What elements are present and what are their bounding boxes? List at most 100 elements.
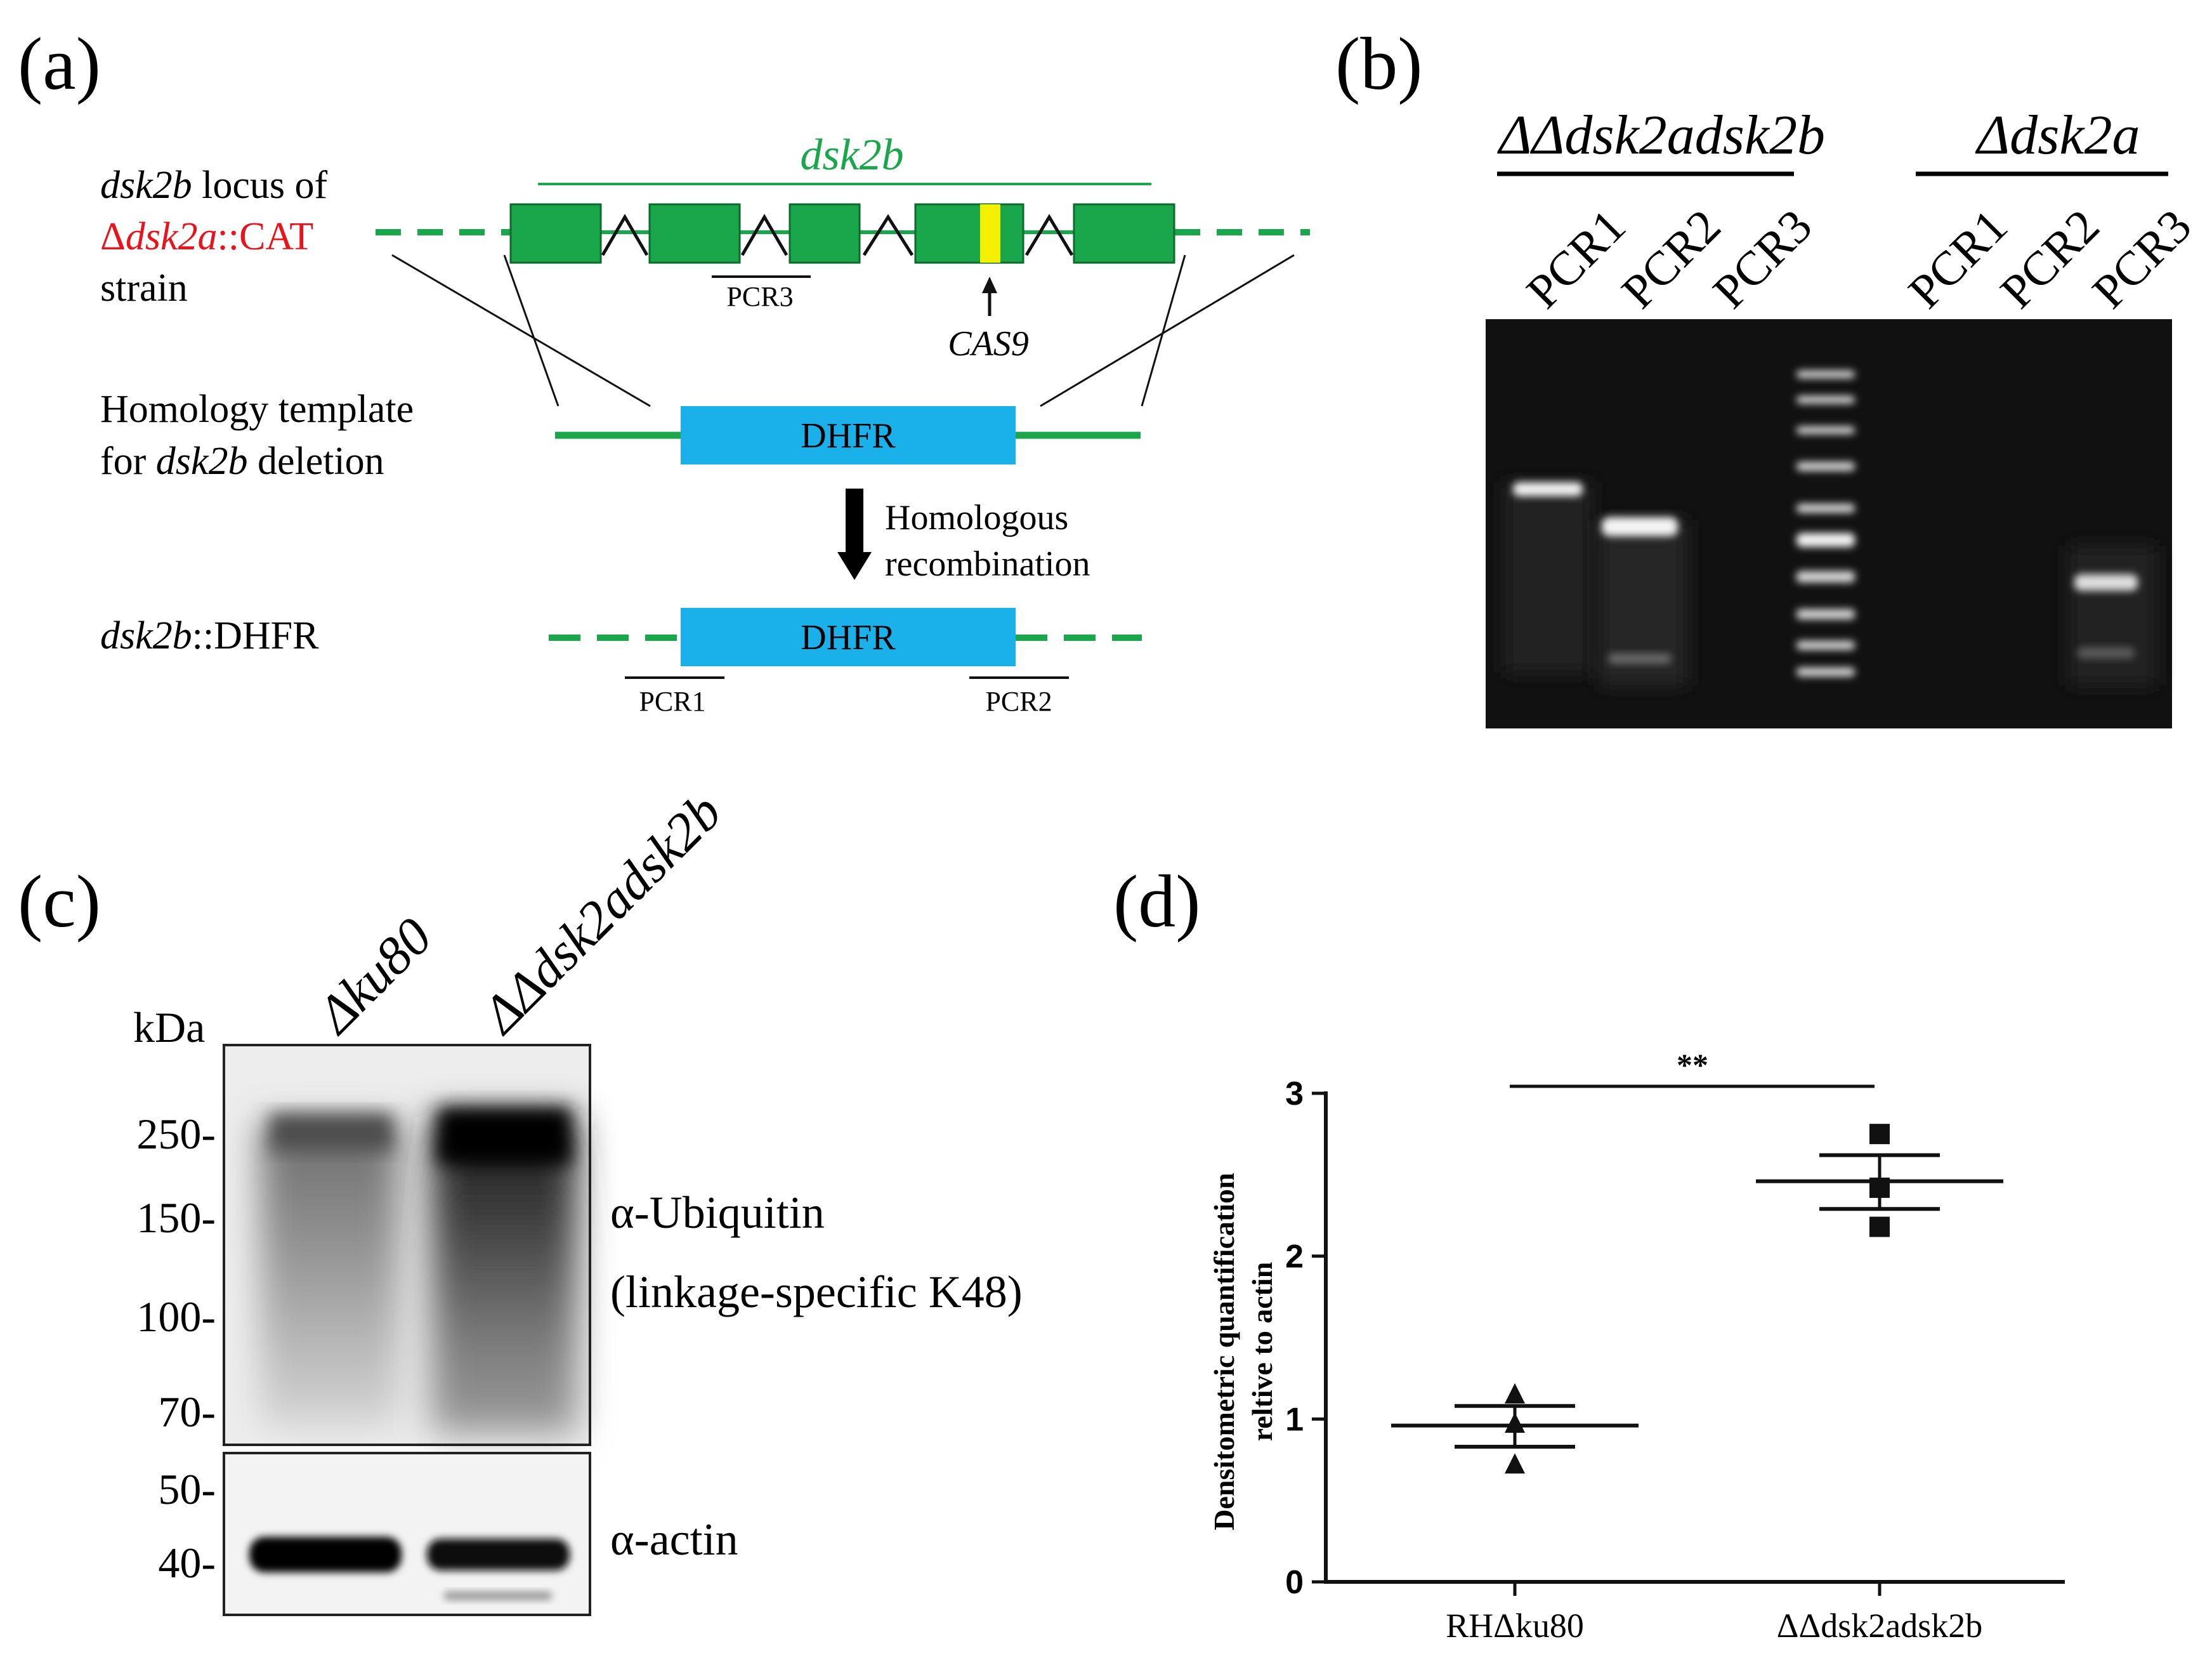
- cas9-target-site: [980, 204, 1000, 263]
- recombination-label-line2: recombination: [885, 544, 1090, 584]
- panel-d: (d) Densitometric quantification reltive…: [1113, 860, 2065, 1645]
- gel-lane-label-1: PCR1: [1517, 199, 1636, 319]
- actin-band-lane2: [427, 1539, 570, 1570]
- y-tick-label-3: 3: [1285, 1076, 1304, 1112]
- actin-blot-frame: [223, 1452, 591, 1616]
- blot1-label-line2: (linkage-specific K48): [610, 1267, 1023, 1317]
- template-label-line2: for dsk2b deletion: [100, 440, 384, 483]
- blot1-label-line1: α-Ubiquitin: [610, 1187, 825, 1238]
- locus-strain-rest: ::CAT: [218, 215, 314, 258]
- locus-label-line2: Δdsk2a::CAT: [100, 215, 313, 258]
- actin-band-lane1: [249, 1537, 402, 1572]
- result-label-rest: ::DHFR: [192, 614, 319, 657]
- chart-ylabel-line1: Densitometric quantification: [1208, 1173, 1240, 1530]
- template-label-line1: Homology template: [100, 388, 414, 431]
- ubiquitin-band-lane1: [270, 1114, 393, 1152]
- gel-group2-title: Δdsk2a: [1975, 105, 2140, 166]
- recombination-arrow-head: [837, 552, 872, 580]
- point-0-0: [1505, 1383, 1525, 1404]
- blot-lane1-label: Δku80: [305, 907, 443, 1045]
- marker-labels: 250- 150- 100- 70- 50- 40-: [136, 1110, 216, 1587]
- gel-group1-title: ΔΔdsk2adsk2b: [1497, 105, 1825, 166]
- chart-x-ticks: RHΔku80 ΔΔdsk2adsk2b: [1446, 1582, 1982, 1645]
- dot-plot: 0 1 2 3 RHΔku80 ΔΔdsk2adsk2b **: [1285, 1047, 2065, 1645]
- marker-70: 70-: [158, 1388, 216, 1436]
- gel-smear-lane1: [1503, 482, 1592, 673]
- y-tick-label-1: 1: [1285, 1401, 1304, 1438]
- intron-4: [1024, 214, 1074, 256]
- template-label-italic: dsk2b: [156, 440, 248, 483]
- marker-40: 40-: [158, 1539, 216, 1587]
- y-tick-label-0: 0: [1285, 1564, 1304, 1601]
- marker-50: 50-: [158, 1465, 216, 1513]
- exon-5: [1073, 203, 1175, 264]
- ubiquitin-blot: [223, 1044, 591, 1446]
- locus-title: dsk2b: [800, 131, 903, 180]
- gel-lane-label-6: PCR3: [2083, 199, 2202, 319]
- exon-2: [648, 203, 741, 264]
- locus-label-line1: dsk2b locus of: [100, 164, 328, 207]
- panel-a: (a) dsk2b locus of Δdsk2a::CAT strain ds…: [18, 22, 1310, 717]
- template-label-pre: for: [100, 440, 156, 483]
- gel-band-lane1: [1513, 482, 1583, 496]
- gel-ladder: [1796, 371, 1855, 676]
- ubiquitin-blot-border: [223, 1044, 591, 1446]
- locus-label-italic: dsk2b: [100, 164, 192, 207]
- gel-band-lane6-low: [2078, 647, 2135, 659]
- gel-band-lane2-low: [1608, 654, 1672, 664]
- point-1-2: [1869, 1216, 1890, 1237]
- result-label-italic: dsk2b: [100, 614, 192, 657]
- locus-strain-italic: dsk2a: [126, 215, 218, 258]
- significance-label: **: [1677, 1047, 1708, 1083]
- x-tick-label-0: RHΔku80: [1446, 1607, 1584, 1645]
- intron-2: [740, 214, 789, 256]
- pcr2-label: PCR2: [985, 686, 1052, 717]
- x-tick-label-1: ΔΔdsk2adsk2b: [1777, 1607, 1982, 1645]
- result-dhfr-label: DHFR: [801, 618, 896, 657]
- ubiquitin-smear-lane2: [431, 1117, 577, 1434]
- kda-label: kDa: [133, 1003, 205, 1051]
- point-0-1: [1505, 1412, 1525, 1433]
- cas9-arrow-head: [982, 277, 997, 293]
- marker-150: 150-: [136, 1194, 216, 1242]
- chart-series: [1391, 1124, 2003, 1474]
- intron-3: [862, 214, 914, 256]
- panel-d-label: (d): [1113, 860, 1201, 943]
- gel-band-lane6: [2074, 574, 2138, 591]
- recombination-label-line1: Homologous: [885, 498, 1068, 537]
- actin-faint-band-lane2: [444, 1591, 552, 1600]
- recombination-arrow-shaft: [846, 489, 863, 558]
- chart-ylabel-line2: reltive to actin: [1246, 1262, 1278, 1442]
- introns: [601, 214, 1074, 256]
- template-dhfr-box: [681, 406, 1016, 464]
- exon-1: [509, 203, 602, 264]
- actin-blot-border: [223, 1452, 591, 1616]
- gel-image: [1486, 319, 2172, 728]
- gel-lane-labels: PCR1 PCR2 PCR3 PCR1 PCR2 PCR3: [1517, 199, 2202, 319]
- blot-lane2-label: ΔΔdsk2adsk2b: [470, 782, 733, 1046]
- template-dhfr-label: DHFR: [801, 416, 896, 456]
- pcr3-label: PCR3: [726, 281, 793, 312]
- result-label: dsk2b::DHFR: [100, 614, 319, 657]
- actin-blot: [223, 1452, 591, 1616]
- cas9-label: CAS9: [948, 324, 1029, 364]
- blot2-label: α-actin: [610, 1514, 738, 1565]
- locus-label-line3: strain: [100, 267, 188, 310]
- panel-c-label: (c): [18, 860, 101, 943]
- locus-label-rest: locus of: [192, 164, 328, 207]
- intron-1: [601, 214, 649, 256]
- locus-delta: Δ: [100, 215, 126, 258]
- gel-lane-label-3: PCR3: [1703, 199, 1823, 319]
- gel-lane-label-4: PCR1: [1899, 199, 2018, 319]
- ubiquitin-smear-lane1: [260, 1123, 400, 1428]
- chart-y-ticks: 0 1 2 3: [1285, 1076, 1326, 1601]
- panel-a-label: (a): [18, 22, 101, 105]
- point-0-2: [1505, 1453, 1525, 1474]
- marker-100: 100-: [136, 1293, 216, 1341]
- panel-b-label: (b): [1335, 22, 1423, 105]
- exon-4: [914, 203, 1024, 264]
- gel-lane-label-2: PCR2: [1612, 199, 1731, 319]
- gel-lane-label-5: PCR2: [1991, 199, 2110, 319]
- panel-c: (c) Δku80 ΔΔdsk2adsk2b kDa 250- 150- 100…: [18, 782, 1023, 1616]
- y-tick-label-2: 2: [1285, 1239, 1304, 1275]
